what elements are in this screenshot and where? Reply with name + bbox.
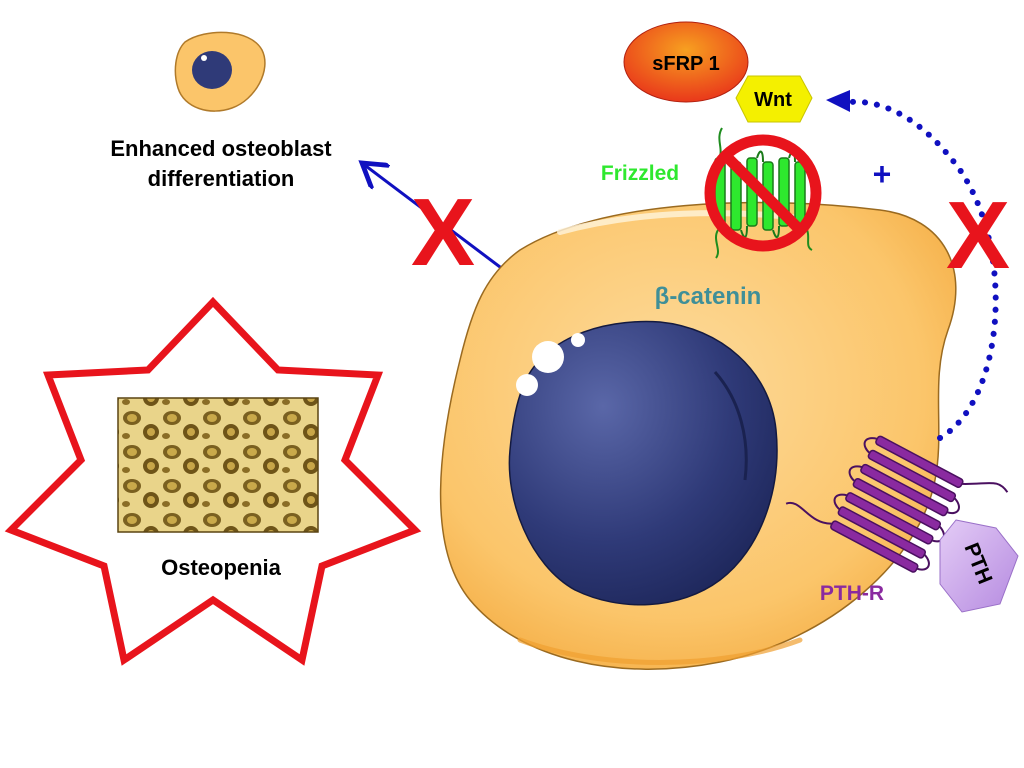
prohibition-sign-icon [704, 134, 822, 252]
block-mark-left: X [411, 179, 475, 286]
pth-receptor [785, 435, 1009, 573]
pth-node: PTH [939, 519, 1019, 613]
dotted-arrow-head [826, 90, 850, 112]
wnt-label: Wnt [754, 89, 792, 111]
plus-sign: + [873, 156, 892, 192]
enhanced-label-line1: Enhanced osteoblast [110, 136, 332, 161]
frizzled-label: Frizzled [601, 162, 679, 185]
trabecular-bone-icon [117, 397, 319, 533]
osteopenia-label: Osteopenia [161, 555, 282, 580]
sfrp1-node: sFRP 1 [623, 21, 749, 103]
beta-catenin-text: -catenin [669, 283, 761, 310]
differentiation-arrow [362, 163, 505, 272]
pth-wnt-dotted-arrow [847, 98, 999, 441]
block-mark-right: X [946, 182, 1010, 289]
wnt-node: Wnt [735, 75, 813, 123]
sfrp1-label: sFRP 1 [652, 53, 719, 75]
osteoblast-cell-icon [174, 31, 266, 112]
beta-catenin-label: β-catenin [655, 283, 762, 310]
beta-symbol: β [655, 283, 670, 310]
nucleus [508, 320, 778, 606]
enhanced-label-line2: differentiation [148, 166, 295, 191]
pthr-label: PTH-R [820, 582, 884, 605]
